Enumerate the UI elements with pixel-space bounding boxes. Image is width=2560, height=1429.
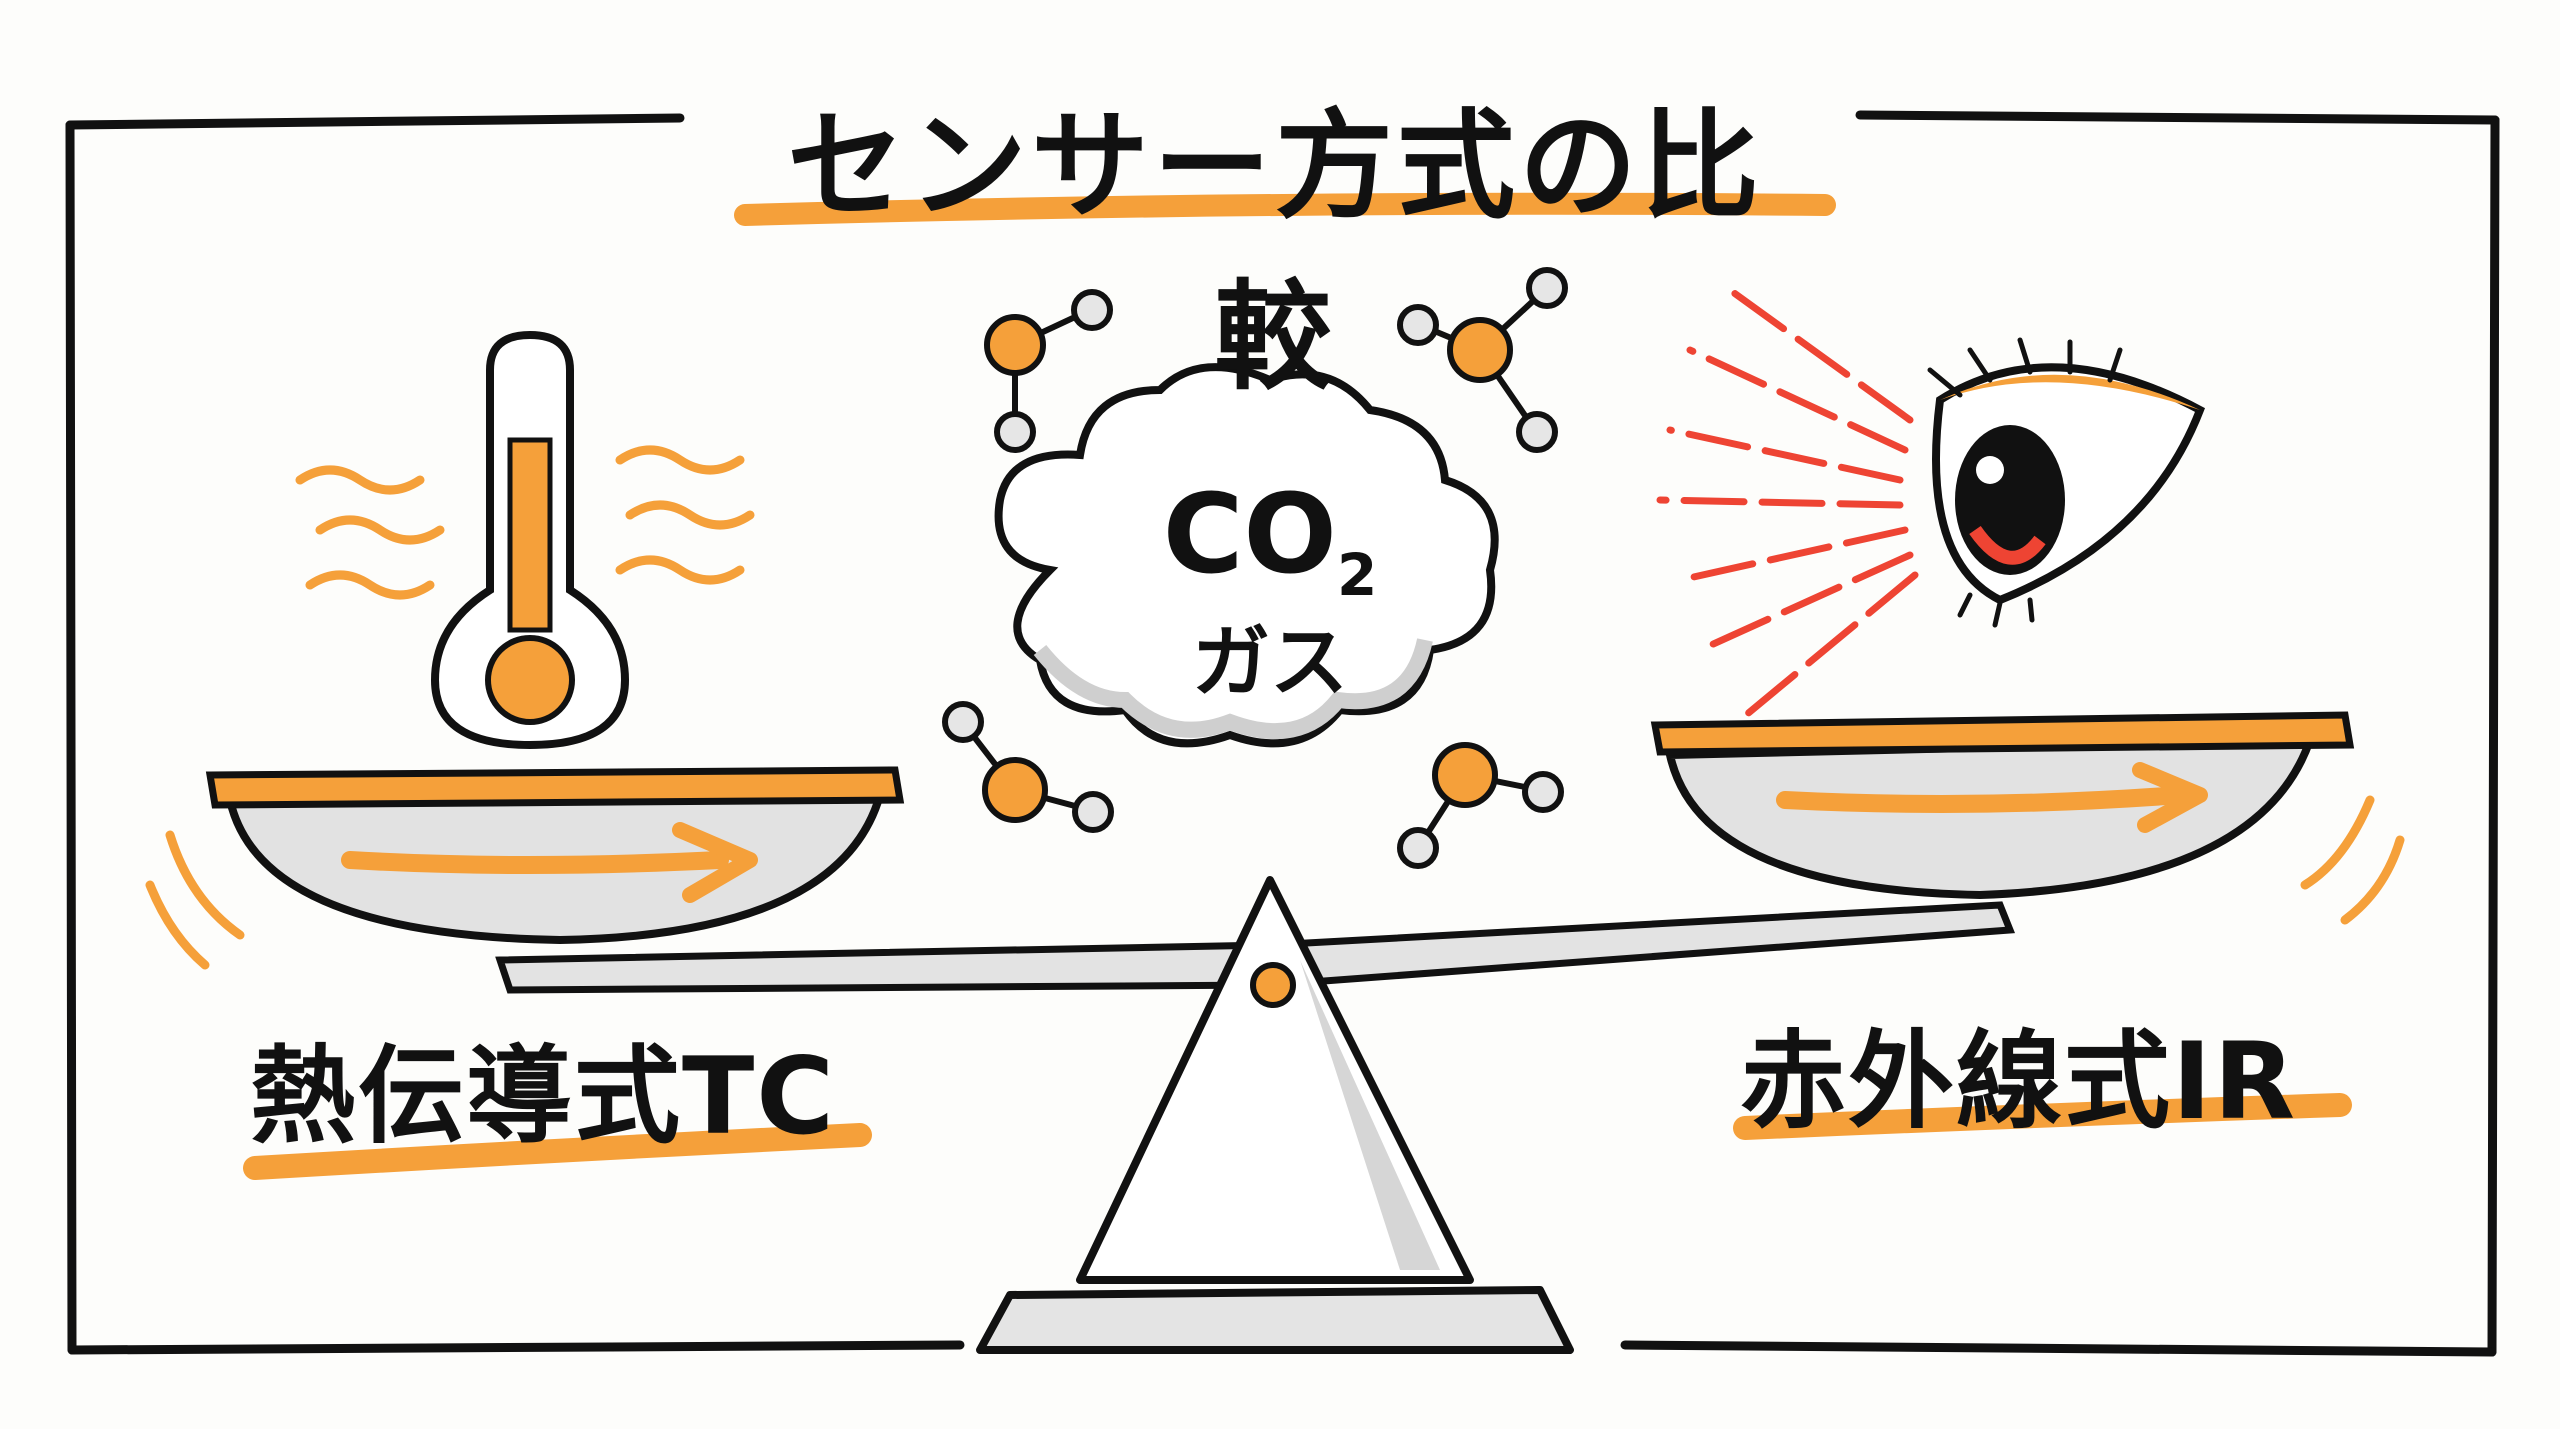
molecule-bottom-right	[1397, 742, 1564, 869]
right-pan	[1650, 711, 2355, 900]
gas-label: ガス	[1191, 618, 1348, 708]
title-underline	[734, 192, 1836, 226]
molecule-top-left	[984, 289, 1113, 453]
infrared-label: 赤外線式IR	[1740, 1020, 2298, 1143]
eye-icon	[1927, 337, 2206, 628]
molecule-icon	[942, 267, 1568, 869]
left-label-underline	[243, 1123, 872, 1180]
co2-text: CO	[1162, 470, 1337, 598]
right-motion-marks	[2300, 795, 2405, 925]
molecule-bottom-left	[942, 701, 1114, 833]
left-motion-marks	[145, 830, 245, 970]
thermal-conductivity-label: 熱伝導式TC	[250, 1035, 837, 1158]
right-label-underline	[1733, 1093, 2352, 1140]
heat-waves-icon	[295, 445, 755, 600]
left-pan	[205, 766, 905, 945]
thermometer-icon	[430, 330, 630, 750]
page-title: センサー方式の比較	[786, 97, 1763, 406]
cloud-icon	[994, 363, 1499, 748]
co2-subscript: 2	[1336, 541, 1378, 609]
molecule-top-right	[1397, 267, 1568, 453]
light-rays-icon	[1656, 286, 1919, 724]
co2-formula: CO2	[1120, 470, 1420, 609]
fulcrum	[976, 876, 1574, 1354]
frame-border	[65, 110, 2500, 1357]
